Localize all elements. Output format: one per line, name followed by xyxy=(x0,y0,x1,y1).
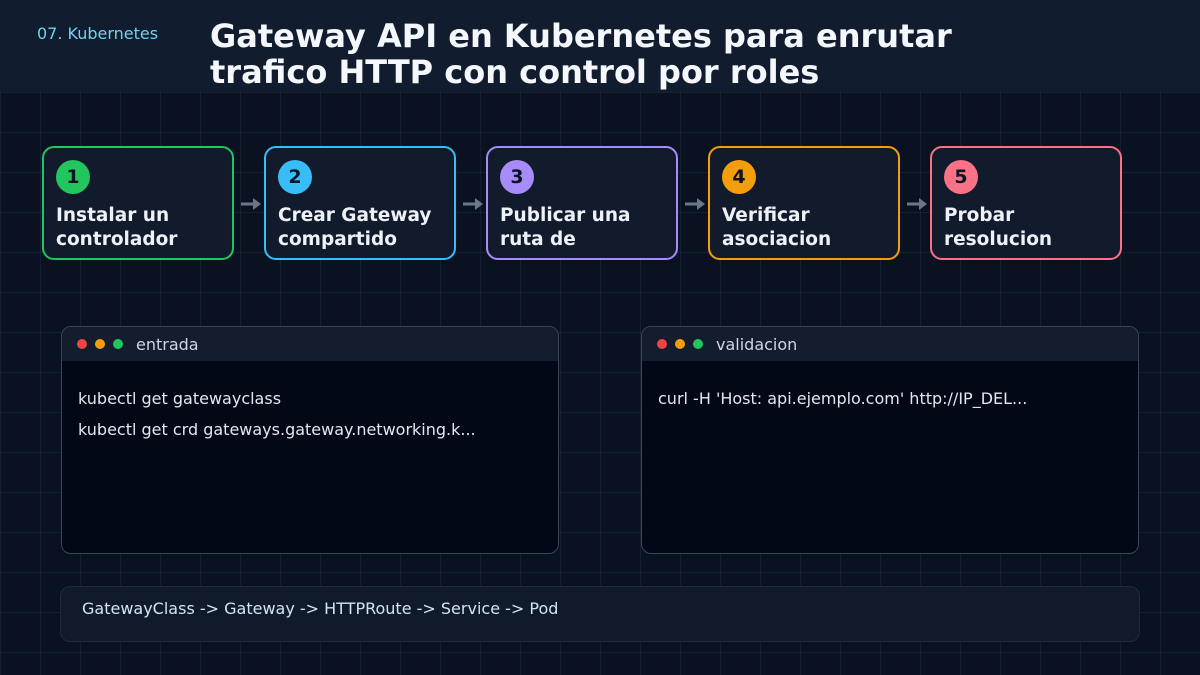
arrow-right-icon xyxy=(685,198,705,210)
arrow-right-icon xyxy=(463,198,483,210)
step-number-badge: 4 xyxy=(722,160,756,194)
step-label: Probar resolucion xyxy=(944,205,1053,250)
page-title: Gateway API en Kubernetes para enrutar t… xyxy=(210,18,1110,90)
header-bar: 07. Kubernetes Gateway API en Kubernetes… xyxy=(0,0,1200,92)
step-number-badge: 3 xyxy=(500,160,534,194)
step-label: Verificar asociacion xyxy=(722,205,832,250)
terminal-title: validacion xyxy=(716,335,798,354)
arrow-right-icon xyxy=(241,198,261,210)
terminal-titlebar: entrada xyxy=(62,327,558,361)
step-label: Publicar una ruta de xyxy=(500,205,631,250)
step-card-3: 3 Publicar una ruta de xyxy=(486,146,678,260)
terminal-title: entrada xyxy=(136,335,199,354)
step-card-5: 5 Probar resolucion xyxy=(930,146,1122,260)
title-line-1: Gateway API en Kubernetes para enrutar xyxy=(210,17,952,55)
terminal-command: kubectl get gatewayclass xyxy=(78,389,282,408)
title-line-2: trafico HTTP con control por roles xyxy=(210,53,820,91)
terminal-body: kubectl get gatewayclass kubectl get crd… xyxy=(62,361,558,445)
section-label: 07. Kubernetes xyxy=(37,24,159,43)
step-number-badge: 5 xyxy=(944,160,978,194)
step-number-badge: 1 xyxy=(56,160,90,194)
window-minimize-dot xyxy=(675,339,685,349)
window-minimize-dot xyxy=(95,339,105,349)
step-card-2: 2 Crear Gateway compartido xyxy=(264,146,456,260)
terminal-titlebar: validacion xyxy=(642,327,1138,361)
terminal-validacion: validacion curl -H 'Host: api.ejemplo.co… xyxy=(641,326,1139,554)
step-card-4: 4 Verificar asociacion xyxy=(708,146,900,260)
resource-flow-box: GatewayClass -> Gateway -> HTTPRoute -> … xyxy=(60,586,1140,642)
arrow-right-icon xyxy=(907,198,927,210)
step-label: Instalar un controlador xyxy=(56,205,178,250)
terminal-body: curl -H 'Host: api.ejemplo.com' http://I… xyxy=(642,361,1138,414)
terminal-command: kubectl get crd gateways.gateway.network… xyxy=(78,420,476,439)
terminal-entrada: entrada kubectl get gatewayclass kubectl… xyxy=(61,326,559,554)
resource-flow-text: GatewayClass -> Gateway -> HTTPRoute -> … xyxy=(82,599,559,618)
window-close-dot xyxy=(657,339,667,349)
window-maximize-dot xyxy=(693,339,703,349)
window-maximize-dot xyxy=(113,339,123,349)
step-card-1: 1 Instalar un controlador xyxy=(42,146,234,260)
window-close-dot xyxy=(77,339,87,349)
step-number-badge: 2 xyxy=(278,160,312,194)
terminal-command: curl -H 'Host: api.ejemplo.com' http://I… xyxy=(658,389,1028,408)
step-label: Crear Gateway compartido xyxy=(278,205,432,250)
